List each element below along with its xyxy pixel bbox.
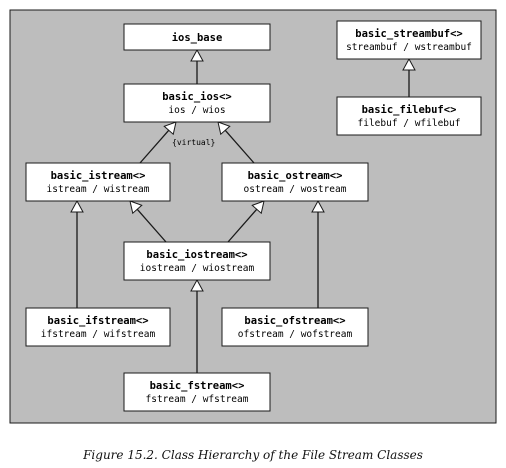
- class-box: [221, 162, 369, 202]
- class-node-basic-iostream: basic_iostream<> iostream / wiostream: [123, 241, 271, 281]
- class-node-ios-base: ios_base: [123, 23, 271, 51]
- class-box: [123, 241, 271, 281]
- class-typedefs: ostream / wostream: [244, 184, 347, 195]
- class-box: [25, 307, 171, 347]
- class-name: basic_istream<>: [51, 170, 146, 182]
- inheritance-arrowhead-icon: [129, 200, 143, 215]
- inheritance-arrowhead-icon: [217, 121, 231, 136]
- inheritance-arrowhead-icon: [402, 57, 416, 71]
- class-node-basic-ifstream: basic_ifstream<> ifstream / wifstream: [25, 307, 171, 347]
- class-typedefs: filebuf / wfilebuf: [358, 118, 461, 129]
- class-node-basic-streambuf: basic_streambuf<> streambuf / wstreambuf: [336, 20, 482, 60]
- class-hierarchy-diagram: ios_base basic_ios<>ios / wios basic_istre…: [9, 9, 497, 424]
- class-node-basic-fstream: basic_fstream<>fstream / wfstream: [123, 372, 271, 412]
- inheritance-arrowhead-icon: [163, 121, 177, 136]
- class-typedefs: ios / wios: [168, 105, 225, 116]
- class-node-basic-istream: basic_istream<>istream / wistream: [25, 162, 171, 202]
- class-typedefs: fstream / wfstream: [146, 394, 249, 405]
- edge-basic_ostream-to-basic_ios: [224, 129, 255, 164]
- virtual-inheritance-label: {virtual}: [172, 138, 215, 147]
- class-name: basic_fstream<>: [150, 380, 245, 392]
- figure-caption: Figure 15.2. Class Hierarchy of the File…: [83, 448, 423, 462]
- class-node-basic-ostream: basic_ostream<>ostream / wostream: [221, 162, 369, 202]
- class-typedefs: ofstream / wofstream: [238, 329, 353, 340]
- edge-basic_iostream-to-basic_ostream: [227, 208, 258, 243]
- class-box: [336, 96, 482, 136]
- class-typedefs: iostream / wiostream: [140, 263, 255, 274]
- class-node-basic-ofstream: basic_ofstream<> ofstream / wofstream: [221, 307, 369, 347]
- inheritance-arrowhead-icon: [251, 200, 265, 215]
- inheritance-arrowhead-icon: [70, 199, 84, 213]
- class-box: [123, 23, 271, 51]
- class-name: basic_filebuf<>: [362, 104, 457, 116]
- class-name: ios_base: [172, 32, 223, 44]
- class-typedefs: ifstream / wifstream: [41, 329, 156, 340]
- class-node-basic-filebuf: basic_filebuf<>filebuf / wfilebuf: [336, 96, 482, 136]
- edge-basic_istream-to-basic_ios: [139, 129, 170, 164]
- inheritance-edges: [70, 48, 416, 373]
- edge-basic_iostream-to-basic_istream: [136, 208, 167, 243]
- inheritance-arrowhead-icon: [311, 199, 325, 213]
- class-typedefs: streambuf / wstreambuf: [346, 42, 472, 53]
- class-box: [221, 307, 369, 347]
- class-name: basic_streambuf<>: [355, 28, 462, 40]
- class-box: [336, 20, 482, 60]
- class-box: [123, 372, 271, 412]
- class-box: [123, 83, 271, 123]
- class-name: basic_ofstream<>: [244, 315, 345, 327]
- class-typedefs: istream / wistream: [47, 184, 150, 195]
- class-name: basic_iostream<>: [146, 249, 247, 261]
- inheritance-arrowhead-icon: [190, 278, 204, 292]
- class-name: basic_ios<>: [162, 91, 232, 103]
- class-box: [25, 162, 171, 202]
- class-name: basic_ostream<>: [248, 170, 343, 182]
- inheritance-arrowhead-icon: [190, 48, 204, 62]
- class-nodes: ios_base basic_ios<>ios / wios basic_istre…: [25, 20, 482, 412]
- diagram-panel: [9, 9, 497, 424]
- class-node-basic-ios: basic_ios<>ios / wios: [123, 83, 271, 123]
- class-name: basic_ifstream<>: [47, 315, 148, 327]
